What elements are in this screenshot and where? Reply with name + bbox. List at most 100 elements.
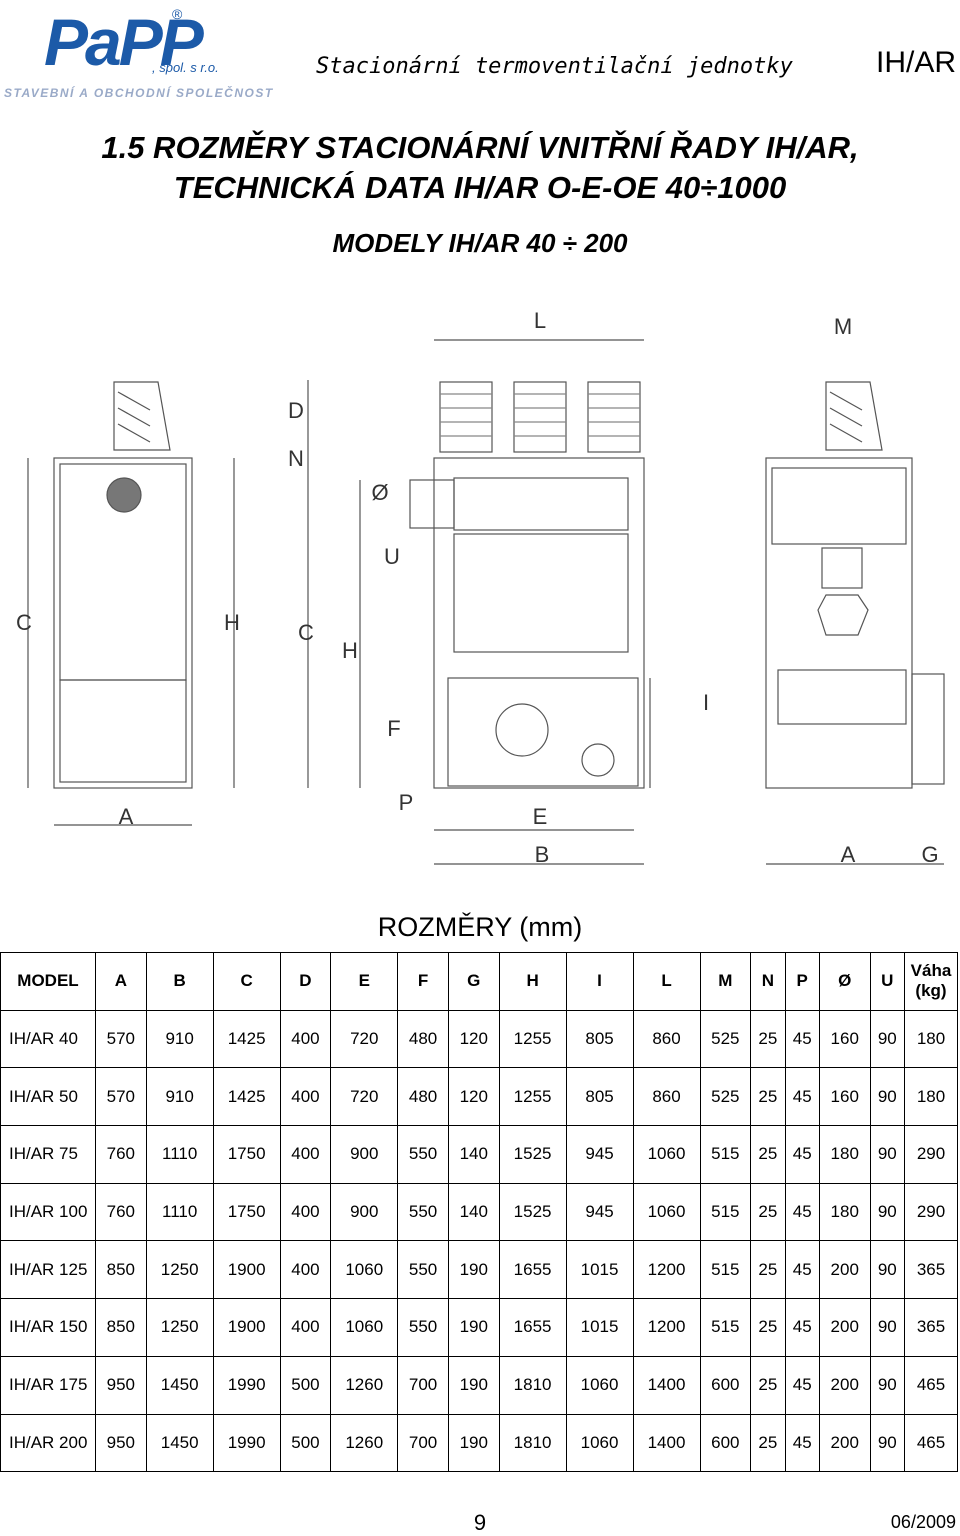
value-cell: 1255: [498, 1009, 567, 1069]
value-cell: 1655: [498, 1298, 567, 1357]
logo-text: PaPP: [44, 5, 204, 79]
value-cell: 860: [632, 1067, 701, 1127]
header-cell: M: [699, 952, 752, 1011]
value-cell: 950: [95, 1355, 147, 1415]
value-cell: 1060: [330, 1240, 399, 1300]
value-cell: 45: [784, 1067, 820, 1127]
header-cell: H: [498, 952, 567, 1011]
dimensions-title: ROZMĚRY (mm): [377, 912, 583, 942]
value-cell: 525: [699, 1067, 752, 1127]
value-cell: 550: [397, 1240, 449, 1300]
label-A-left: A: [119, 804, 134, 829]
value-cell: 180: [818, 1125, 871, 1184]
model-cell: IH/AR 125: [0, 1240, 96, 1300]
header-cell: Váha (kg): [904, 952, 958, 1011]
value-cell: 515: [699, 1298, 752, 1357]
value-cell: 180: [904, 1009, 958, 1069]
label-E: E: [533, 804, 548, 829]
value-cell: 760: [95, 1182, 147, 1242]
value-cell: 500: [279, 1355, 332, 1415]
value-cell: 1060: [565, 1355, 634, 1415]
value-cell: 1750: [212, 1182, 281, 1242]
header-cell: D: [279, 952, 332, 1011]
header-cell: L: [632, 952, 701, 1011]
value-cell: 860: [632, 1009, 701, 1069]
model-cell: IH/AR 200: [0, 1413, 96, 1473]
value-cell: 45: [784, 1355, 820, 1415]
value-cell: 1200: [632, 1240, 701, 1300]
model-cell: IH/AR 150: [0, 1298, 96, 1357]
value-cell: 1750: [212, 1125, 281, 1184]
header-cell: N: [750, 952, 786, 1011]
logo-tagline: STAVEBNÍ A OBCHODNÍ SPOLEČNOST: [4, 86, 274, 100]
value-cell: 190: [447, 1240, 500, 1300]
header-cell: U: [869, 952, 906, 1011]
value-cell: 365: [904, 1240, 958, 1300]
value-cell: 700: [397, 1413, 449, 1473]
value-cell: 760: [95, 1125, 147, 1184]
value-cell: 45: [784, 1125, 820, 1184]
value-cell: 1060: [632, 1182, 701, 1242]
company-logo: PaPP ® , spol. s r.o. STAVEBNÍ A OBCHODN…: [4, 4, 274, 100]
logo-spol: , spol. s r.o.: [152, 60, 219, 75]
value-cell: 25: [750, 1067, 786, 1127]
header-cell: E: [330, 952, 399, 1011]
value-cell: 1525: [498, 1125, 567, 1184]
label-I: I: [703, 690, 709, 715]
value-cell: 45: [784, 1009, 820, 1069]
value-cell: 550: [397, 1298, 449, 1357]
label-B: B: [535, 842, 550, 867]
value-cell: 900: [330, 1125, 399, 1184]
value-cell: 400: [279, 1298, 332, 1357]
value-cell: 160: [818, 1009, 871, 1069]
value-cell: 1655: [498, 1240, 567, 1300]
header-cell: G: [447, 952, 500, 1011]
value-cell: 90: [869, 1355, 906, 1415]
value-cell: 90: [869, 1240, 906, 1300]
value-cell: 1255: [498, 1067, 567, 1127]
value-cell: 720: [330, 1067, 399, 1127]
value-cell: 515: [699, 1125, 752, 1184]
value-cell: 950: [95, 1413, 147, 1473]
label-H-left: H: [224, 610, 240, 635]
value-cell: 480: [397, 1009, 449, 1069]
value-cell: 1110: [145, 1125, 214, 1184]
value-cell: 400: [279, 1067, 332, 1127]
label-D: D: [288, 398, 304, 423]
value-cell: 1450: [145, 1355, 214, 1415]
value-cell: 1425: [212, 1067, 281, 1127]
value-cell: 90: [869, 1125, 906, 1184]
value-cell: 850: [95, 1298, 147, 1357]
value-cell: 910: [145, 1067, 214, 1127]
value-cell: 190: [447, 1413, 500, 1473]
value-cell: 805: [565, 1009, 634, 1069]
value-cell: 160: [818, 1067, 871, 1127]
value-cell: 1110: [145, 1182, 214, 1242]
value-cell: 1425: [212, 1009, 281, 1069]
value-cell: 1400: [632, 1413, 701, 1473]
value-cell: 1060: [565, 1413, 634, 1473]
value-cell: 45: [784, 1298, 820, 1357]
value-cell: 1525: [498, 1182, 567, 1242]
model-cell: IH/AR 50: [0, 1067, 96, 1127]
value-cell: 120: [447, 1067, 500, 1127]
value-cell: 500: [279, 1413, 332, 1473]
value-cell: 1810: [498, 1413, 567, 1473]
value-cell: 570: [95, 1009, 147, 1069]
value-cell: 290: [904, 1125, 958, 1184]
value-cell: 1400: [632, 1355, 701, 1415]
model-cell: IH/AR 100: [0, 1182, 96, 1242]
value-cell: 700: [397, 1355, 449, 1415]
value-cell: 480: [397, 1067, 449, 1127]
value-cell: 25: [750, 1355, 786, 1415]
value-cell: 90: [869, 1182, 906, 1242]
value-cell: 850: [95, 1240, 147, 1300]
value-cell: 25: [750, 1413, 786, 1473]
value-cell: 465: [904, 1355, 958, 1415]
label-L: L: [534, 308, 546, 333]
value-cell: 1200: [632, 1298, 701, 1357]
